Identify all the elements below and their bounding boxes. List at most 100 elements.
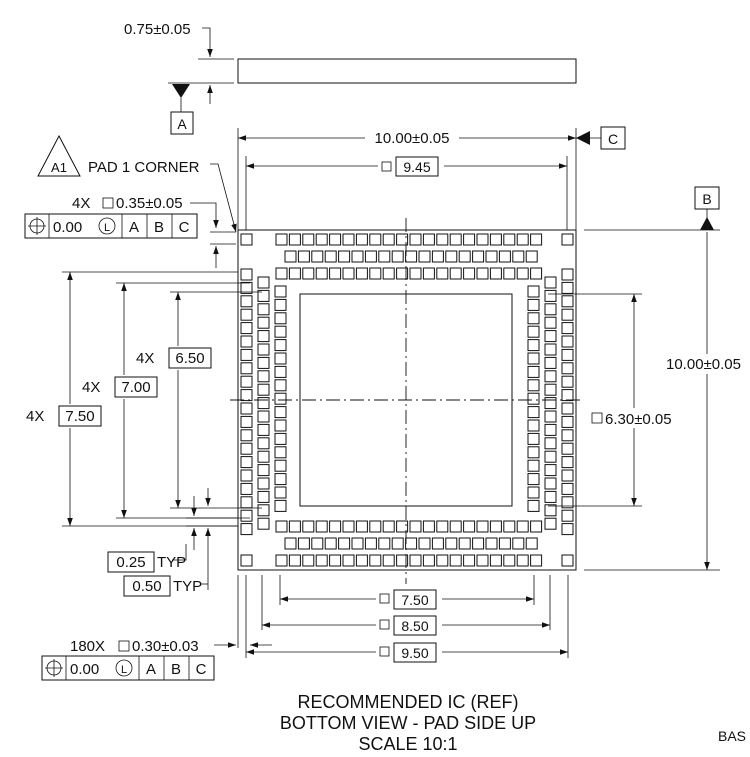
pad: [544, 397, 557, 410]
pad: [431, 537, 444, 550]
pad: [527, 298, 540, 311]
pad: [240, 335, 253, 348]
pad: [240, 402, 253, 415]
pad: [378, 537, 391, 550]
pad: [240, 429, 253, 442]
pad: [391, 250, 404, 263]
pad: [476, 267, 489, 280]
pad: [544, 343, 557, 356]
pad1-label: PAD 1 CORNER: [88, 159, 200, 176]
pad: [418, 250, 431, 263]
pad: [409, 554, 422, 567]
pad: [422, 554, 435, 567]
dim850-label: 8.50: [401, 618, 428, 634]
pad: [315, 554, 328, 567]
bottom-view: [230, 218, 584, 584]
pad: [257, 370, 270, 383]
pad-size: 0.30±0.03: [132, 638, 199, 655]
pad: [405, 250, 418, 263]
pad: [396, 520, 409, 533]
dim750b-label: 7.50: [401, 592, 428, 608]
pad: [275, 233, 288, 246]
pad: [525, 250, 538, 263]
square-symbol-icon: [381, 161, 392, 172]
thickness-leader: [202, 27, 213, 57]
pad: [527, 406, 540, 419]
pad: [561, 389, 574, 402]
pad: [369, 233, 382, 246]
pad: [527, 486, 540, 499]
pad: [561, 496, 574, 509]
pad: [503, 554, 516, 567]
pad: [409, 520, 422, 533]
pad: [274, 499, 287, 512]
pad: [240, 482, 253, 495]
pad: [274, 325, 287, 338]
square-symbol-icon: [118, 640, 130, 652]
pad: [257, 289, 270, 302]
datum-b-triangle: [700, 217, 714, 230]
pad: [257, 464, 270, 477]
pad: [512, 250, 525, 263]
pad: [257, 490, 270, 503]
bottom-dims: 7.50 8.50 9.50: [237, 575, 569, 663]
pad: [445, 537, 458, 550]
pad: [369, 267, 382, 280]
pad: [449, 267, 462, 280]
pad: [527, 379, 540, 392]
datum-a-triangle: [172, 84, 190, 98]
pad: [498, 537, 511, 550]
typ-dims: 0.25 TYP 0.50 TYP: [107, 488, 238, 597]
pad: [476, 554, 489, 567]
pad: [561, 281, 574, 294]
overall-width-dim: 10.00±0.05 C: [237, 126, 626, 230]
fcf-bottom-datum-3: C: [196, 661, 207, 678]
pad: [530, 233, 543, 246]
width-label-bg: [365, 129, 459, 147]
pad: [338, 537, 351, 550]
pad: [329, 520, 342, 533]
pad: [561, 268, 574, 281]
pad: [302, 267, 315, 280]
dim945-label: 9.45: [403, 159, 430, 175]
pad: [257, 397, 270, 410]
dim700-prefix: 4X: [82, 379, 100, 396]
pad: [463, 520, 476, 533]
pad: [449, 233, 462, 246]
pad: [274, 486, 287, 499]
fcf-bottom-tolerance: 0.00: [70, 661, 99, 678]
pad: [418, 537, 431, 550]
pad: [355, 520, 368, 533]
pad1-tag: A1: [51, 160, 67, 175]
pad: [382, 520, 395, 533]
pad: [458, 250, 471, 263]
pad: [489, 520, 502, 533]
pad: [240, 281, 253, 294]
typ050-label: 0.50: [132, 578, 161, 595]
pad: [503, 520, 516, 533]
pad: [257, 316, 270, 329]
typ050-word: TYP: [173, 578, 202, 595]
corner-pad-leader: [190, 202, 219, 228]
pad: [355, 267, 368, 280]
pad: [240, 509, 253, 522]
pad: [378, 250, 391, 263]
pad: [288, 233, 301, 246]
square-symbol-icon: [379, 593, 390, 604]
pad: [257, 423, 270, 436]
dim750b-basic-box: [393, 589, 437, 610]
pad: [351, 250, 364, 263]
position-symbol-icon: [45, 659, 63, 677]
pad: [544, 410, 557, 423]
square-symbol-icon: [379, 646, 390, 657]
fcf-top-datum-1: A: [129, 219, 139, 236]
pad: [436, 233, 449, 246]
package-side-outline: [237, 58, 577, 84]
pad: [527, 473, 540, 486]
pad: [288, 554, 301, 567]
pad: [369, 554, 382, 567]
datum-c-letter: C: [608, 131, 618, 147]
pad: [257, 276, 270, 289]
pad: [436, 520, 449, 533]
